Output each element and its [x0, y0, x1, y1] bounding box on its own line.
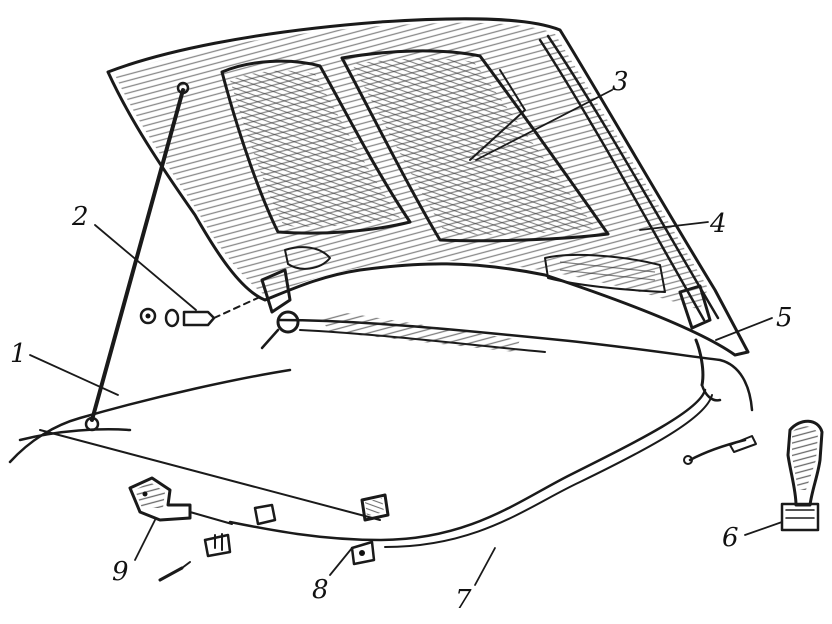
callout-2: 2 [71, 202, 89, 232]
leader-7 [474, 547, 496, 586]
cable-clip [350, 493, 390, 566]
callout-9: 9 [112, 557, 129, 587]
hood-right-opening [340, 49, 610, 243]
callout-6: 6 [722, 523, 739, 553]
callout-7: 7 [455, 585, 472, 615]
callout-1: 1 [10, 339, 27, 369]
leader-2 [94, 224, 197, 311]
hood-panel [106, 17, 750, 357]
hood-left-opening [220, 59, 412, 235]
lock-screw [158, 561, 191, 582]
leader-4 [639, 221, 709, 231]
hinge-bolt-and-washers [139, 295, 263, 328]
leader-8 [329, 547, 353, 576]
hood-lock [128, 476, 277, 558]
leader-5 [715, 317, 773, 341]
callout-3: 3 [612, 67, 629, 97]
hood-release-cable [228, 388, 757, 548]
hood-hinge-right [678, 284, 722, 402]
callout-4: 4 [709, 209, 727, 239]
release-handle [780, 419, 824, 532]
callout-8: 8 [312, 575, 329, 605]
callout-labels: 1 2 3 4 5 6 7 8 9 [10, 67, 793, 615]
leader-6 [744, 521, 783, 536]
leader-lines [29, 89, 783, 586]
leader-9 [134, 519, 156, 561]
leader-3 [475, 89, 613, 161]
body-front-panel [8, 312, 754, 521]
leader-1 [29, 354, 119, 396]
callout-5: 5 [776, 303, 793, 333]
hood-hinge-left [260, 268, 300, 350]
